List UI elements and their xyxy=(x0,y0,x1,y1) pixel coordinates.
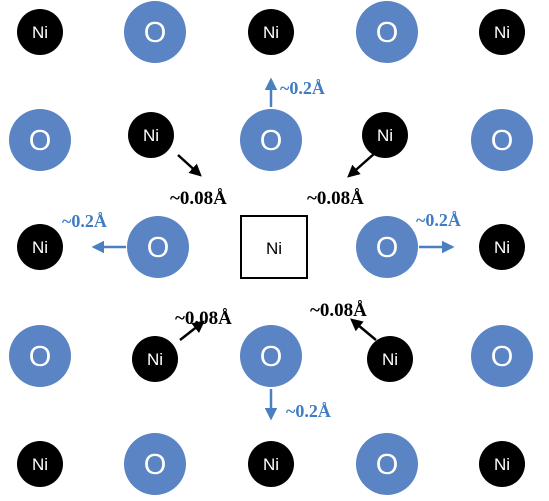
ni-atom-circle xyxy=(17,441,63,487)
ni-shift-label-top-right: ~0.08Å xyxy=(307,188,364,209)
ni-shift-arrow-top-right xyxy=(347,152,376,178)
o-atom-circle xyxy=(124,433,186,495)
ni-atom-r3-c1: Ni xyxy=(132,336,178,382)
o-atom-label: O xyxy=(376,449,399,481)
ni-atom-circle xyxy=(367,336,413,382)
ni-shift-label-bottom-right: ~0.08Å xyxy=(310,300,367,321)
o-atom-r3-c0: O xyxy=(9,325,71,387)
ni-atom-label: Ni xyxy=(494,455,510,474)
arrows-layer xyxy=(91,77,455,421)
ni-shift-arrow-top-left xyxy=(177,154,202,177)
ni-atom-label: Ni xyxy=(32,455,48,474)
o-atom-label: O xyxy=(147,232,170,264)
o-shift-label-up: ~0.2Å xyxy=(280,78,325,98)
o-atom-label: O xyxy=(376,232,399,264)
o-atom-r0-c1: O xyxy=(124,1,186,63)
ni-atom-circle xyxy=(17,224,63,270)
ni-atom-label: Ni xyxy=(143,126,159,145)
ni-atom-circle xyxy=(17,9,63,55)
o-atom-r1-c4: O xyxy=(471,109,533,171)
o-atom-circle xyxy=(240,325,302,387)
o-atom-label: O xyxy=(29,125,52,157)
ni-shift-arrow-bottom-left xyxy=(179,320,205,341)
ni-atom-circle xyxy=(479,441,525,487)
ni-atom-circle xyxy=(479,9,525,55)
ni-atom-label: Ni xyxy=(263,23,279,42)
ni-atom-r2-c0: Ni xyxy=(17,224,63,270)
o-shift-label-down: ~0.2Å xyxy=(286,401,331,421)
vacancy-layer: Ni xyxy=(240,215,308,279)
o-atom-label: O xyxy=(260,125,283,157)
o-atom-r1-c0: O xyxy=(9,109,71,171)
o-atom-label: O xyxy=(260,341,283,373)
o-atom-circle xyxy=(356,216,418,278)
ni-atom-r1-c3: Ni xyxy=(362,112,408,158)
ni-shift-label-bottom-left: ~0.08Å xyxy=(175,308,232,329)
o-atom-circle xyxy=(127,216,189,278)
ni-shift-label-top-left: ~0.08Å xyxy=(170,188,227,209)
ni-atom-r2-c4: Ni xyxy=(479,224,525,270)
ni-atom-circle xyxy=(362,112,408,158)
o-atom-circle xyxy=(124,1,186,63)
ni-atom-circle xyxy=(248,9,294,55)
o-atom-r4-c1: O xyxy=(124,433,186,495)
ni-atom-circle xyxy=(132,336,178,382)
ni-atom-label: Ni xyxy=(377,126,393,145)
o-atom-circle xyxy=(240,109,302,171)
ni-atom-r1-c1: Ni xyxy=(128,112,174,158)
labels-layer: ~0.08Å ~0.08Å ~0.08Å ~0.08Å ~0.2Å ~0.2Å ~0.2Å ~… xyxy=(62,78,461,421)
ni-atom-r4-c4: Ni xyxy=(479,441,525,487)
o-atom-r4-c3: O xyxy=(356,433,418,495)
ni-atom-circle xyxy=(248,441,294,487)
ni-atom-r0-c2: Ni xyxy=(248,9,294,55)
o-atom-circle xyxy=(471,109,533,171)
o-shift-label-right: ~0.2Å xyxy=(416,210,461,230)
o-atom-label: O xyxy=(491,125,514,157)
ni-atom-r4-c0: Ni xyxy=(17,441,63,487)
o-atom-r2-c3: O xyxy=(356,216,418,278)
o-shift-label-left: ~0.2Å xyxy=(62,211,107,231)
ni-shift-arrow-bottom-right xyxy=(350,318,377,341)
o-atom-circle xyxy=(356,433,418,495)
o-atom-circle xyxy=(9,325,71,387)
o-atom-label: O xyxy=(376,17,399,49)
o-atom-circle xyxy=(356,1,418,63)
o-atom-label: O xyxy=(29,341,52,373)
o-atom-r0-c3: O xyxy=(356,1,418,63)
o-atom-circle xyxy=(9,109,71,171)
ni-atom-label: Ni xyxy=(32,23,48,42)
ni-atom-label: Ni xyxy=(494,23,510,42)
o-atom-r3-c4: O xyxy=(471,325,533,387)
ni-vacancy-label: Ni xyxy=(266,239,282,258)
o-atom-label: O xyxy=(144,449,167,481)
ni-atom-label: Ni xyxy=(32,238,48,257)
ni-atom-label: Ni xyxy=(263,455,279,474)
ni-atom-r4-c2: Ni xyxy=(248,441,294,487)
ni-atom-r0-c0: Ni xyxy=(17,9,63,55)
o-atom-label: O xyxy=(144,17,167,49)
ni-atom-label: Ni xyxy=(382,350,398,369)
ni-atom-circle xyxy=(479,224,525,270)
o-atom-r2-c1: O xyxy=(127,216,189,278)
o-atom-circle xyxy=(471,325,533,387)
ni-atom-r0-c4: Ni xyxy=(479,9,525,55)
o-atom-label: O xyxy=(491,341,514,373)
ni-atom-label: Ni xyxy=(147,350,163,369)
o-atom-r1-c2: O xyxy=(240,109,302,171)
ni-atom-r3-c3: Ni xyxy=(367,336,413,382)
ni-atom-label: Ni xyxy=(494,238,510,257)
o-atom-r3-c2: O xyxy=(240,325,302,387)
ni-atom-circle xyxy=(128,112,174,158)
ni-vacancy-box xyxy=(240,215,308,279)
